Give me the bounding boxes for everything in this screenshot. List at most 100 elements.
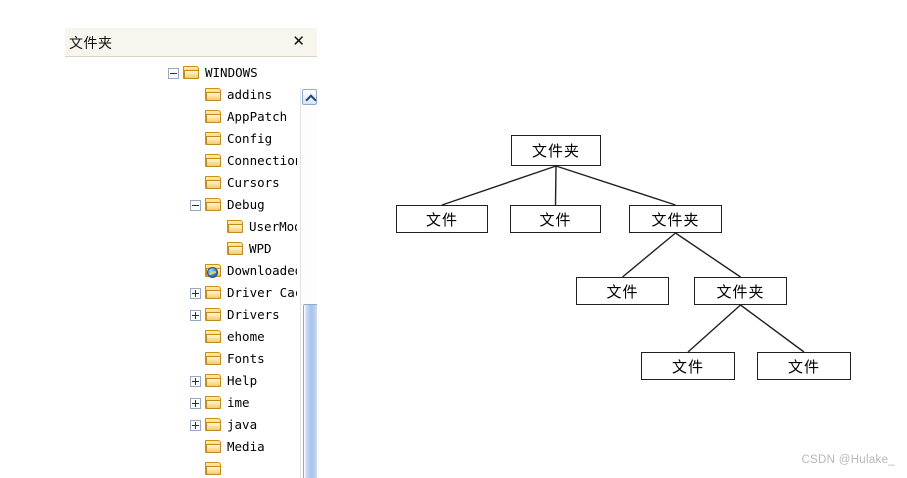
tree-item-label: WINDOWS: [205, 65, 258, 80]
diagram-node: 文件夹: [694, 277, 787, 305]
diagram-node-label: 文件夹: [531, 142, 580, 160]
tree-item[interactable]: [65, 458, 297, 478]
tree-item-label: ehome: [227, 329, 265, 344]
folder-icon: [205, 440, 222, 454]
diagram-edge: [622, 232, 676, 278]
tree-item[interactable]: Fonts: [65, 348, 297, 370]
tree-item[interactable]: java: [65, 414, 297, 436]
diagram-node-label: 文件夹: [651, 210, 700, 229]
expander-spacer-icon: [190, 442, 201, 453]
scroll-up-arrow-icon[interactable]: [302, 89, 317, 105]
expander-spacer-icon: [190, 134, 201, 145]
tree-item[interactable]: ime: [65, 392, 297, 414]
diagram-node-label: 文件: [606, 282, 639, 301]
expander-spacer-icon: [190, 156, 201, 167]
tree-item-label: Connection Wiz: [227, 153, 297, 168]
diagram-node: 文件: [757, 352, 851, 380]
diagram-node: 文件: [641, 352, 735, 380]
folder-icon: [205, 286, 222, 300]
expand-icon[interactable]: [190, 309, 201, 321]
expander-spacer-icon: [190, 112, 201, 123]
expander-spacer-icon: [190, 266, 201, 277]
tree-item-label: Fonts: [227, 351, 265, 366]
watermark: CSDN @Hulake_: [801, 454, 895, 466]
tree-item-label: Drivers: [227, 307, 280, 322]
tree-item[interactable]: WPD: [65, 238, 297, 260]
tree-item-label: WPD: [249, 241, 272, 256]
diagram-node-label: 文件: [425, 210, 458, 229]
diagram-edge: [554, 165, 557, 206]
expander-spacer-icon: [212, 222, 223, 233]
collapse-icon[interactable]: [190, 199, 201, 211]
tree-item[interactable]: addins: [65, 84, 297, 106]
tree-item[interactable]: AppPatch: [65, 106, 297, 128]
diagram-node: 文件夹: [629, 205, 722, 233]
folder-icon: [205, 462, 222, 476]
tree-item-label: ime: [227, 395, 250, 410]
diagram-node: 文件夹: [511, 135, 601, 166]
tree-item-label: Config: [227, 131, 273, 146]
expander-spacer-icon: [190, 332, 201, 343]
folder-icon: [227, 242, 244, 256]
tree-item[interactable]: UserMode: [65, 216, 297, 238]
tree-item[interactable]: Driver Cache: [65, 282, 297, 304]
tree-item-label: Driver Cache: [227, 285, 297, 300]
folder-icon: [227, 220, 244, 234]
expander-spacer-icon: [190, 354, 201, 365]
scrollbar-thumb[interactable]: [303, 304, 317, 478]
diagram-node-label: 文件夹: [716, 282, 765, 301]
tree-item-label: Debug: [227, 197, 265, 212]
expand-icon[interactable]: [190, 397, 201, 409]
folder-icon: [205, 418, 222, 432]
folder-icon: [205, 132, 222, 146]
diagram-node-label: 文件: [787, 357, 820, 376]
expander-spacer-icon: [190, 178, 201, 189]
diagram-edge: [687, 304, 741, 353]
diagram-node: 文件: [576, 277, 669, 305]
folder-icon: [205, 198, 222, 212]
close-icon[interactable]: ✕: [292, 32, 305, 50]
expand-icon[interactable]: [190, 375, 201, 387]
folder-icon: [205, 110, 222, 124]
folder-icon: [205, 396, 222, 410]
folder-icon: [205, 330, 222, 344]
scrollbar-track[interactable]: [302, 106, 317, 478]
expander-spacer-icon: [190, 90, 201, 101]
tree-item[interactable]: Media: [65, 436, 297, 458]
vertical-scrollbar[interactable]: [300, 88, 317, 478]
panel-header: 文件夹 ✕: [65, 28, 317, 57]
tree-item[interactable]: Drivers: [65, 304, 297, 326]
tree-item[interactable]: ehome: [65, 326, 297, 348]
expand-icon[interactable]: [190, 419, 201, 431]
tree-item-label: Downloaded Pro: [227, 263, 297, 278]
diagram-edge: [555, 165, 676, 206]
folder-icon: [205, 88, 222, 102]
folder-icon: [205, 154, 222, 168]
tree-item[interactable]: Debug: [65, 194, 297, 216]
tree-item-label: addins: [227, 87, 273, 102]
tree-item[interactable]: Help: [65, 370, 297, 392]
tree-item-label: Cursors: [227, 175, 280, 190]
diagram-edge: [675, 232, 741, 278]
expand-icon[interactable]: [190, 287, 201, 299]
expander-spacer-icon: [212, 244, 223, 255]
tree-item[interactable]: Connection Wiz: [65, 150, 297, 172]
tree-item-label: UserMode: [249, 219, 297, 234]
folder-icon: [183, 66, 200, 80]
tree-item[interactable]: Config: [65, 128, 297, 150]
folder-icon: [205, 374, 222, 388]
diagram-edge: [740, 304, 805, 353]
collapse-icon[interactable]: [168, 67, 179, 79]
downloaded-program-files-icon: [205, 264, 222, 278]
diagram-node-label: 文件: [671, 357, 704, 376]
diagram-node: 文件: [510, 205, 601, 233]
tree-item[interactable]: Downloaded Pro: [65, 260, 297, 282]
tree-item-label: java: [227, 417, 258, 432]
tree-item[interactable]: WINDOWS: [65, 62, 297, 84]
tree-item[interactable]: Cursors: [65, 172, 297, 194]
diagram-node: 文件: [396, 205, 488, 233]
folder-icon: [205, 308, 222, 322]
